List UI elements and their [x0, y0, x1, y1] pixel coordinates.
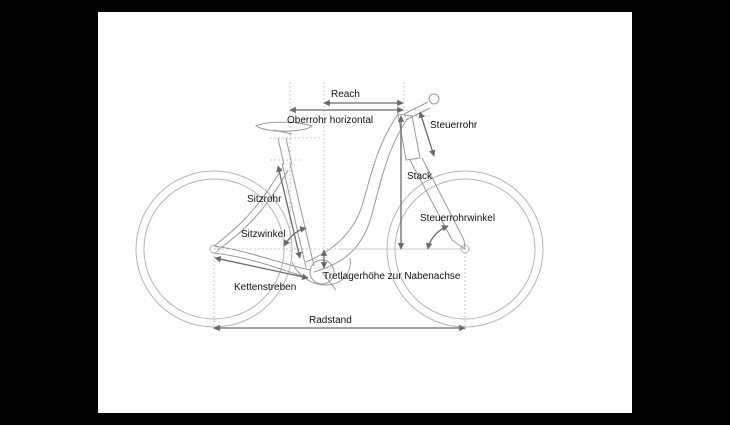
label-reach: Reach	[331, 89, 360, 100]
label-steuerrohrwinkel: Steuerrohrwinkel	[420, 213, 495, 224]
kettenstreben-line	[214, 256, 309, 280]
label-steuerrohr: Steuerrohr	[430, 120, 478, 131]
label-kettenstreben: Kettenstreben	[234, 282, 296, 293]
sitzrohr-line	[276, 165, 302, 259]
label-sitzwinkel: Sitzwinkel	[241, 229, 285, 240]
label-sitzrohr: Sitzrohr	[247, 194, 282, 205]
steuerrohr-line	[418, 111, 436, 157]
sitzwinkel-arc	[283, 226, 307, 247]
label-oberrohr: Oberrohr horizontal	[287, 115, 373, 126]
steuerrohrwinkel-arc	[425, 225, 449, 250]
label-radstand: Radstand	[309, 315, 352, 326]
labels: Reach Oberrohr horizontal Steuerrohr Sta…	[234, 89, 495, 326]
diagram-canvas	[98, 12, 632, 413]
label-stack: Stack	[407, 171, 433, 182]
measurement-lines	[213, 99, 466, 332]
label-tretlager: Tretlagerhöhe zur Nabenachse	[323, 271, 461, 282]
